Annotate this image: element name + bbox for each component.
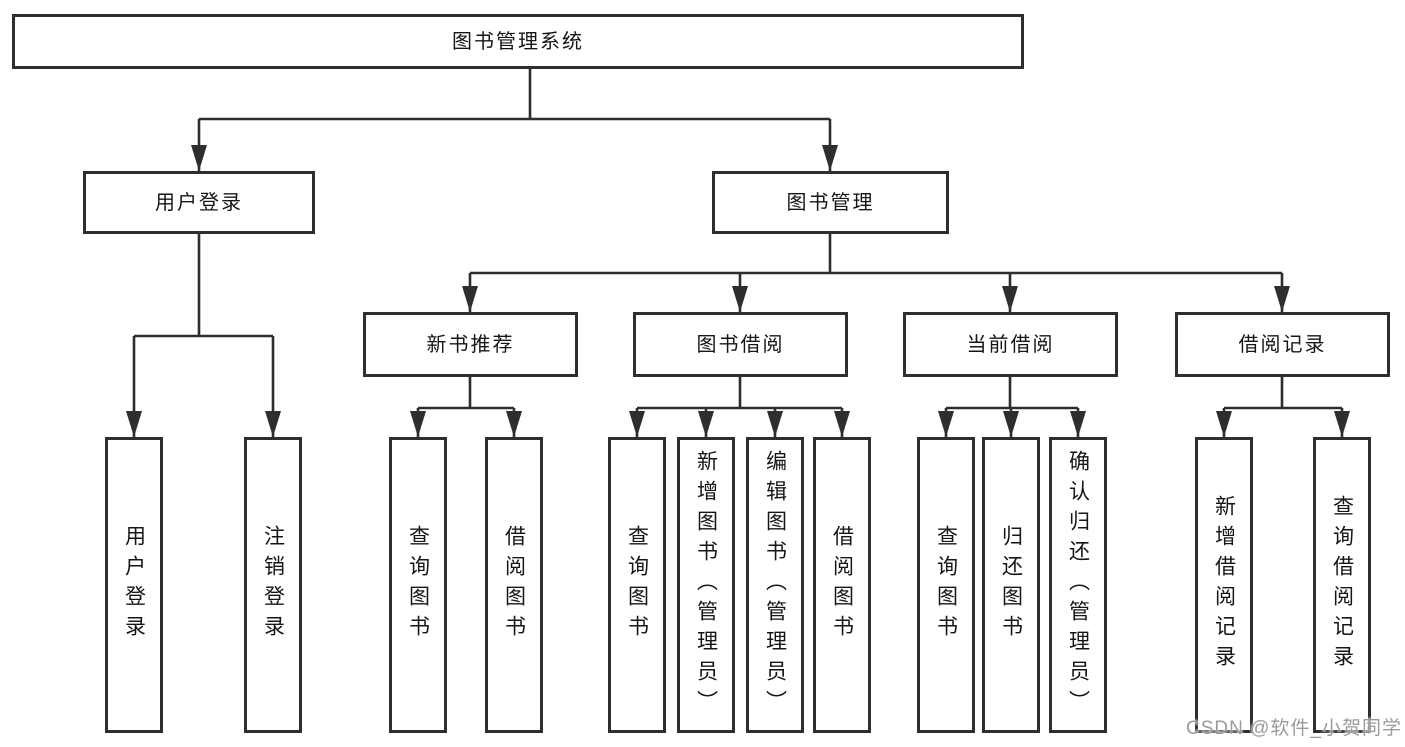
node-label: 归还图书: [999, 525, 1023, 645]
node-label: 注销登录: [261, 525, 285, 645]
leaf-records-add-record: 新增借阅记录: [1195, 437, 1253, 733]
leaf-borrowing-add-books-admin: 新增图书（管理员）: [677, 437, 735, 733]
leaf-borrowing-borrow-books: 借阅图书: [813, 437, 871, 733]
node-label: 查询图书: [406, 525, 430, 645]
node-book-management: 图书管理: [712, 171, 949, 234]
node-label: 新增图书（管理员）: [694, 450, 718, 720]
node-label: 查询图书: [934, 525, 958, 645]
node-label: 查询借阅记录: [1330, 495, 1354, 675]
node-label: 新增借阅记录: [1212, 495, 1236, 675]
node-book-borrowing: 图书借阅: [633, 312, 848, 377]
leaf-borrowing-edit-books-admin: 编辑图书（管理员）: [746, 437, 804, 733]
node-label: 借阅图书: [830, 525, 854, 645]
node-borrowing-records: 借阅记录: [1175, 312, 1390, 377]
leaf-logout-login: 注销登录: [244, 437, 302, 733]
leaf-current-return-books: 归还图书: [982, 437, 1040, 733]
node-label: 新书推荐: [426, 333, 515, 356]
node-label: 确认归还（管理员）: [1066, 450, 1090, 720]
leaf-current-confirm-return-admin: 确认归还（管理员）: [1049, 437, 1107, 733]
node-label: 当前借阅: [966, 333, 1055, 356]
node-new-book-recommendation: 新书推荐: [363, 312, 578, 377]
leaf-borrowing-query-books: 查询图书: [608, 437, 666, 733]
node-current-borrowing: 当前借阅: [903, 312, 1118, 377]
leaf-records-query-record: 查询借阅记录: [1313, 437, 1371, 733]
leaf-user-login: 用户登录: [105, 437, 163, 733]
node-label: 借阅记录: [1238, 333, 1327, 356]
leaf-recommend-query-books: 查询图书: [389, 437, 447, 733]
node-label: 用户登录: [122, 525, 146, 645]
node-label: 图书管理: [786, 191, 875, 214]
node-label: 图书管理系统: [452, 30, 584, 53]
csdn-watermark: CSDN @软件_小贺同学: [1186, 718, 1402, 739]
node-label: 用户登录: [155, 191, 243, 214]
node-user-login: 用户登录: [83, 171, 315, 234]
node-label: 借阅图书: [502, 525, 526, 645]
node-library-management-system: 图书管理系统: [12, 14, 1024, 69]
node-label: 编辑图书（管理员）: [763, 450, 787, 720]
leaf-current-query-books: 查询图书: [917, 437, 975, 733]
node-label: 图书借阅: [696, 333, 785, 356]
node-label: 查询图书: [625, 525, 649, 645]
leaf-recommend-borrow-books: 借阅图书: [485, 437, 543, 733]
